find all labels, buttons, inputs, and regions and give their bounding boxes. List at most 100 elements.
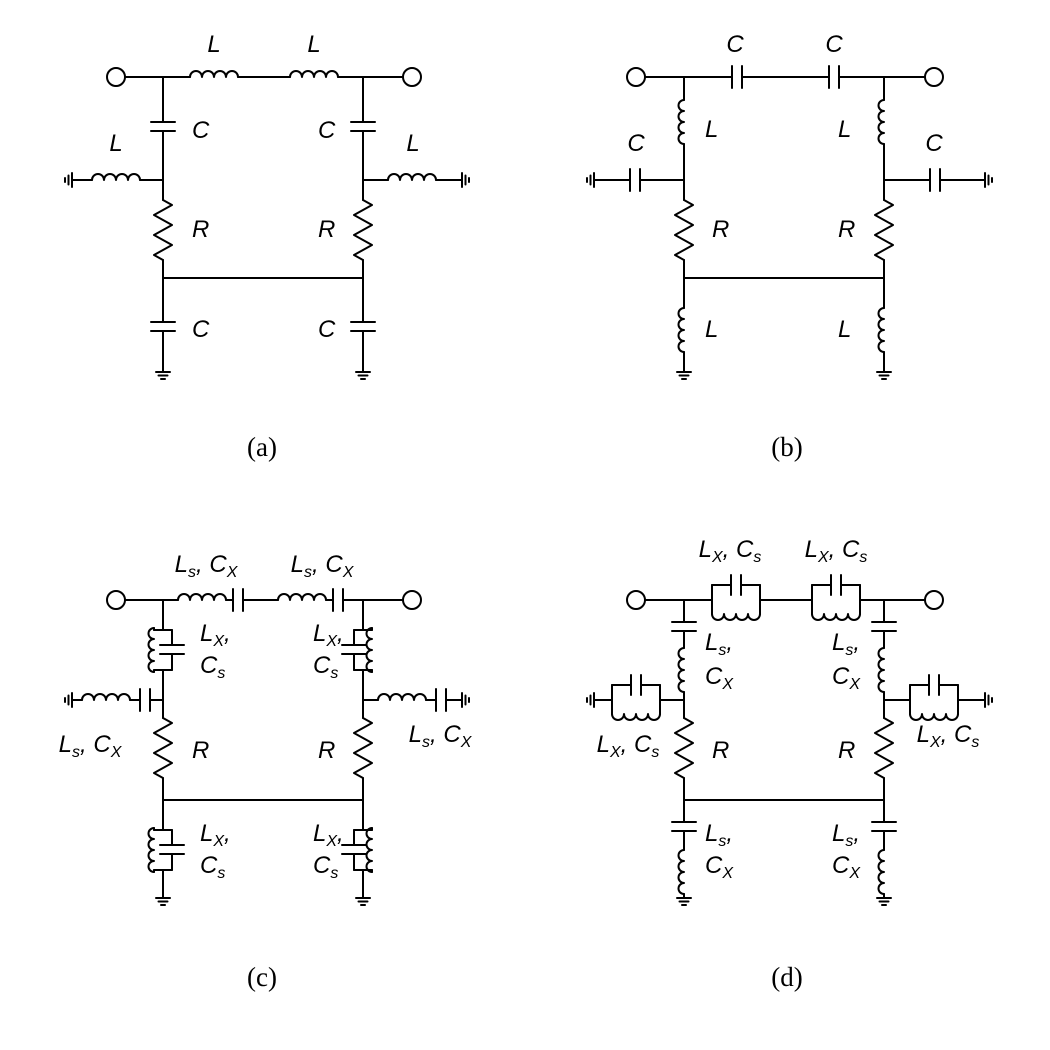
- label-part: C: [627, 130, 645, 157]
- label-part: s: [217, 665, 225, 682]
- label-part: ,: [337, 620, 344, 647]
- component-label: LX, Cs: [597, 731, 660, 761]
- label-part: C: [209, 551, 227, 578]
- label-part: L: [406, 130, 419, 157]
- label-part: L: [313, 620, 326, 647]
- label-part: X: [212, 633, 225, 650]
- component-label: R: [192, 216, 209, 243]
- inductor-symbol: [365, 627, 373, 673]
- component-label: C: [726, 31, 744, 58]
- label-part: X: [711, 549, 724, 566]
- label-part: C: [825, 31, 843, 58]
- label-part: X: [325, 633, 338, 650]
- label-part: s: [718, 642, 726, 659]
- label-part: s: [859, 549, 867, 566]
- component-label: LX,: [200, 620, 231, 650]
- label-part: L: [291, 551, 304, 578]
- label-part: X: [460, 734, 473, 751]
- component-label: LX, Cs: [917, 721, 980, 751]
- label-part: C: [318, 316, 336, 343]
- component-label: CX: [705, 852, 734, 882]
- label-part: C: [93, 731, 111, 758]
- terminal-node: [626, 67, 646, 87]
- resistor-symbol: [874, 717, 894, 779]
- label-part: s: [422, 734, 430, 751]
- component-label: Ls, CX: [409, 721, 473, 751]
- inductor-symbol: [677, 849, 685, 895]
- component-label: R: [838, 216, 855, 243]
- label-part: X: [325, 833, 338, 850]
- component-label: L: [207, 31, 220, 58]
- label-part: X: [929, 734, 942, 751]
- label-part: L: [705, 629, 718, 656]
- component-label: C: [318, 117, 336, 144]
- label-part: C: [842, 536, 860, 563]
- label-part: X: [848, 676, 861, 693]
- label-part: C: [925, 130, 943, 157]
- label-part: X: [848, 865, 861, 882]
- label-part: ,: [196, 551, 209, 578]
- label-part: s: [217, 865, 225, 882]
- inductor-symbol: [611, 713, 661, 721]
- component-label: L: [307, 31, 320, 58]
- label-part: s: [188, 564, 196, 581]
- label-part: L: [207, 31, 220, 58]
- label-part: ,: [80, 731, 93, 758]
- component-label: Cs: [200, 652, 225, 682]
- label-part: L: [109, 130, 122, 157]
- label-part: L: [409, 721, 422, 748]
- label-part: s: [718, 833, 726, 850]
- label-part: C: [634, 731, 652, 758]
- component-label: LX, Cs: [699, 536, 762, 566]
- inductor-symbol: [677, 307, 685, 353]
- component-label: Cs: [313, 852, 338, 882]
- inductor-symbol: [189, 70, 239, 78]
- component-label: LX,: [313, 820, 344, 850]
- label-part: X: [342, 564, 355, 581]
- label-part: L: [705, 316, 718, 343]
- inductor-symbol: [877, 849, 885, 895]
- inductor-symbol: [877, 99, 885, 145]
- inductor-symbol: [289, 70, 339, 78]
- label-part: X: [817, 549, 830, 566]
- terminal-node: [626, 590, 646, 610]
- label-part: s: [845, 642, 853, 659]
- component-label: R: [318, 737, 335, 764]
- caption-b: (b): [771, 432, 802, 462]
- inductor-symbol: [711, 613, 761, 621]
- terminal-node: [924, 590, 944, 610]
- label-part: ,: [726, 629, 733, 656]
- label-part: R: [838, 737, 855, 764]
- label-part: C: [832, 663, 850, 690]
- label-part: C: [313, 852, 331, 879]
- component-label: C: [318, 316, 336, 343]
- terminal-node: [402, 67, 422, 87]
- label-part: ,: [224, 620, 231, 647]
- label-part: C: [726, 31, 744, 58]
- component-label: Cs: [313, 652, 338, 682]
- label-part: R: [318, 216, 335, 243]
- inductor-symbol: [677, 99, 685, 145]
- component-label: Ls, CX: [59, 731, 123, 761]
- component-label: C: [192, 316, 210, 343]
- component-label: CX: [832, 852, 861, 882]
- inductor-symbol: [877, 307, 885, 353]
- label-part: C: [200, 852, 218, 879]
- label-part: L: [832, 820, 845, 847]
- label-part: s: [651, 744, 659, 761]
- label-part: C: [954, 721, 972, 748]
- terminal-node: [106, 67, 126, 87]
- label-part: L: [917, 721, 930, 748]
- label-part: L: [838, 316, 851, 343]
- component-label: R: [838, 737, 855, 764]
- label-part: ,: [853, 629, 860, 656]
- component-label: R: [318, 216, 335, 243]
- component-label: L: [838, 116, 851, 143]
- inductor-symbol: [365, 827, 373, 873]
- label-part: R: [712, 737, 729, 764]
- component-label: Ls,: [705, 820, 733, 850]
- label-part: X: [721, 865, 734, 882]
- component-label: L: [705, 116, 718, 143]
- label-part: X: [110, 744, 123, 761]
